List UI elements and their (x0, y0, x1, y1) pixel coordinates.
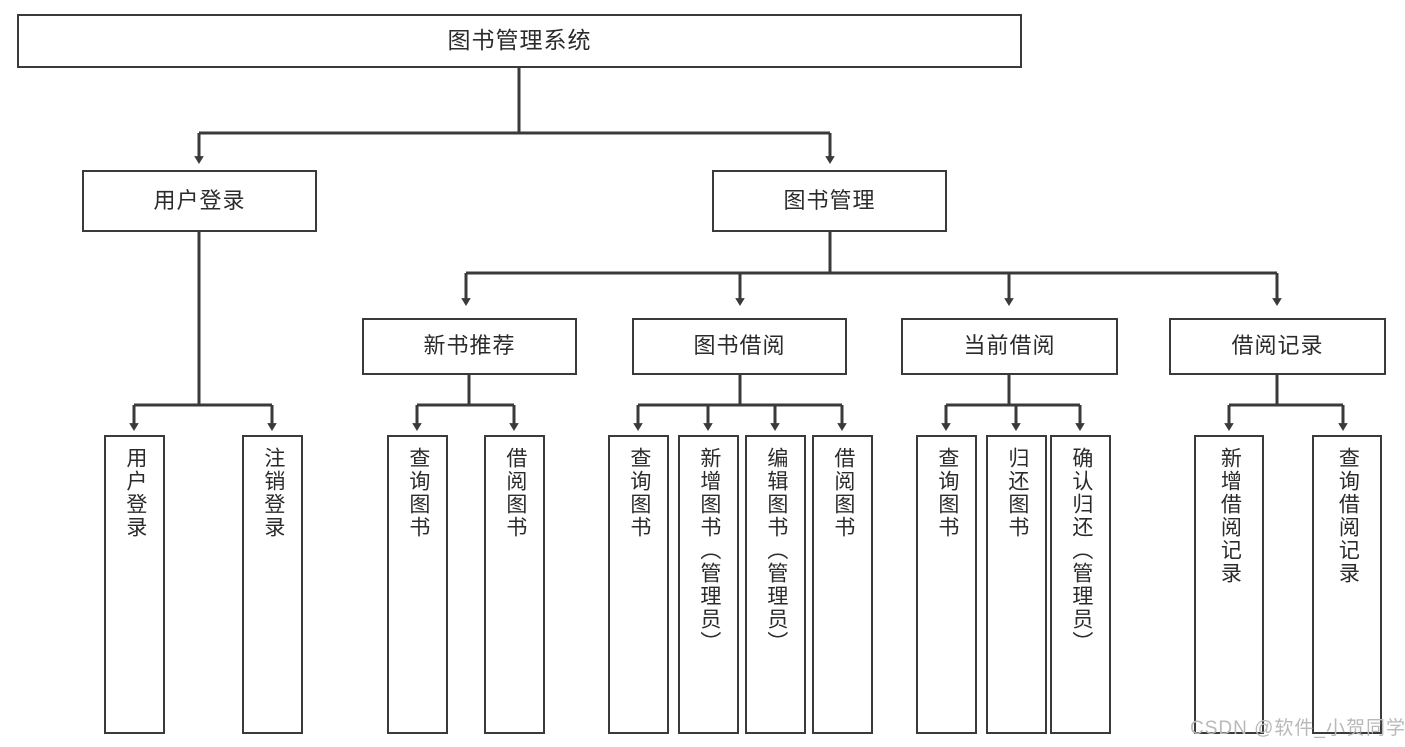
leaf-text-wrap: 借阅图书 (816, 447, 869, 722)
leaf-new-book-borrow-book[interactable]: 借阅图书 (484, 435, 545, 734)
node-label: 图书管理系统 (447, 27, 592, 54)
node-new-book-recommend[interactable]: 新书推荐 (362, 318, 577, 375)
node-label: 借阅图书 (503, 447, 527, 539)
node-label: 当前借阅 (963, 333, 1056, 359)
leaf-text-wrap: 新增图书（管理员） (682, 447, 735, 722)
leaf-user-login-login[interactable]: 用户登录 (104, 435, 165, 734)
leaf-borrow-record-add-record[interactable]: 新增借阅记录 (1194, 435, 1264, 734)
node-label: 查询图书 (627, 447, 651, 539)
node-label: 查询图书 (935, 447, 959, 539)
node-label: 新增借阅记录 (1218, 447, 1242, 585)
leaf-text-wrap: 新增借阅记录 (1198, 447, 1260, 722)
node-label: 借阅图书 (831, 447, 855, 539)
leaf-text-wrap: 注销登录 (246, 447, 299, 722)
leaf-user-login-logout[interactable]: 注销登录 (242, 435, 303, 734)
leaf-current-borrow-query-book[interactable]: 查询图书 (916, 435, 977, 734)
leaf-book-borrow-edit-book-admin[interactable]: 编辑图书（管理员） (745, 435, 806, 734)
leaf-new-book-query-book[interactable]: 查询图书 (387, 435, 448, 734)
leaf-text-wrap: 编辑图书（管理员） (749, 447, 802, 722)
node-label: 图书管理 (783, 187, 876, 213)
node-label: 归还图书 (1005, 447, 1029, 539)
leaf-text-wrap: 查询图书 (391, 447, 444, 722)
node-current-borrow[interactable]: 当前借阅 (901, 318, 1118, 375)
node-label: 用户登录 (153, 187, 246, 213)
node-label: 注销登录 (261, 447, 285, 539)
leaf-text-wrap: 归还图书 (990, 447, 1043, 722)
node-label: 图书借阅 (693, 333, 786, 359)
leaf-text-wrap: 查询图书 (612, 447, 665, 722)
leaf-book-borrow-borrow-book[interactable]: 借阅图书 (812, 435, 873, 734)
node-book-borrow[interactable]: 图书借阅 (632, 318, 847, 375)
node-label: 确认归还（管理员） (1069, 447, 1093, 654)
node-label: 借阅记录 (1231, 333, 1324, 359)
node-label: 新书推荐 (423, 333, 516, 359)
watermark-text: CSDN @软件_小贺同学 (1190, 718, 1405, 739)
node-label: 编辑图书（管理员） (764, 447, 788, 654)
leaf-current-borrow-confirm-return-admin[interactable]: 确认归还（管理员） (1050, 435, 1111, 734)
leaf-borrow-record-query-record[interactable]: 查询借阅记录 (1312, 435, 1382, 734)
node-label: 查询图书 (406, 447, 430, 539)
leaf-text-wrap: 确认归还（管理员） (1054, 447, 1107, 722)
node-borrow-record[interactable]: 借阅记录 (1169, 318, 1386, 375)
leaf-text-wrap: 查询图书 (920, 447, 973, 722)
leaf-current-borrow-return-book[interactable]: 归还图书 (986, 435, 1047, 734)
node-root-book-management-system[interactable]: 图书管理系统 (17, 14, 1022, 68)
node-label: 查询借阅记录 (1336, 447, 1360, 585)
leaf-text-wrap: 查询借阅记录 (1316, 447, 1378, 722)
node-book-management[interactable]: 图书管理 (712, 170, 947, 232)
leaf-text-wrap: 借阅图书 (488, 447, 541, 722)
node-label: 用户登录 (123, 447, 147, 539)
node-user-login[interactable]: 用户登录 (82, 170, 317, 232)
leaf-book-borrow-add-book-admin[interactable]: 新增图书（管理员） (678, 435, 739, 734)
node-label: 新增图书（管理员） (697, 447, 721, 654)
leaf-text-wrap: 用户登录 (108, 447, 161, 722)
leaf-book-borrow-query-book[interactable]: 查询图书 (608, 435, 669, 734)
